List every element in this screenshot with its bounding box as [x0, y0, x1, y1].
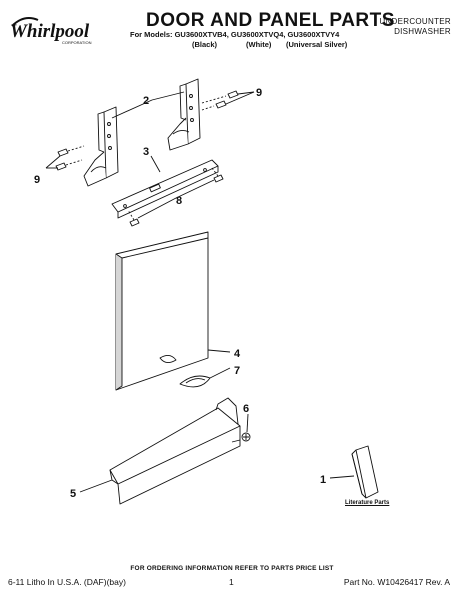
brand-tag: CORPORATION	[62, 40, 92, 45]
page-title: DOOR AND PANEL PARTS	[146, 10, 395, 31]
callout-1: 1	[320, 474, 326, 486]
models-line: For Models: GU3600XTVB4, GU3600XTVQ4, GU…	[130, 30, 340, 39]
toe-panel	[109, 397, 241, 505]
toe-panel-screw	[231, 432, 251, 443]
right-door-bracket	[167, 78, 201, 151]
callout-2: 2	[143, 95, 149, 107]
finish-black: (Black)	[192, 40, 218, 49]
category-line-1: UNDERCOUNTER	[379, 17, 451, 26]
left-bracket-screws	[55, 145, 85, 171]
literature-book-icon	[351, 445, 379, 499]
finish-white: (White)	[246, 40, 272, 49]
page-number: 1	[229, 577, 234, 587]
rail-screws	[127, 167, 224, 227]
right-bracket-screws	[201, 90, 239, 111]
callout-7: 7	[234, 365, 240, 377]
door-rail	[111, 159, 219, 219]
callout-6: 6	[243, 403, 249, 415]
callout-8: 8	[176, 195, 182, 207]
left-door-bracket	[83, 106, 119, 187]
callout-5: 5	[70, 488, 76, 500]
callout-9-right: 9	[256, 87, 262, 99]
whirlpool-logo-icon: Whirlpool CORPORATION	[8, 12, 112, 46]
brand-name: Whirlpool	[10, 21, 90, 42]
finish-universal-silver: (Universal Silver)	[286, 40, 348, 49]
callout-9-left: 9	[34, 174, 40, 186]
part-number: Part No. W10426417 Rev. A	[343, 577, 450, 587]
category-line-2: DISHWASHER	[394, 27, 451, 36]
litho-note: 6-11 Litho In U.S.A. (DAF)(bay)	[8, 577, 126, 587]
callout-4: 4	[234, 348, 241, 360]
ordering-note: FOR ORDERING INFORMATION REFER TO PARTS …	[130, 565, 334, 572]
literature-parts-label: Literature Parts	[345, 500, 390, 506]
door-panel	[115, 231, 209, 391]
door-badge	[179, 375, 211, 388]
callout-3: 3	[143, 146, 149, 158]
